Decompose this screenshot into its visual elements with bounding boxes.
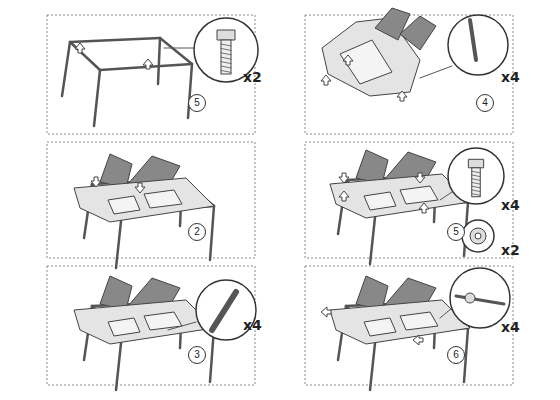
panel-border bbox=[47, 15, 255, 134]
bolt-thread bbox=[221, 48, 231, 50]
direction-arrow bbox=[321, 75, 331, 85]
direction-arrow bbox=[143, 59, 153, 69]
step-number-text: 2 bbox=[194, 227, 200, 237]
quantity-label: x2 bbox=[501, 243, 520, 257]
panel-border bbox=[305, 142, 513, 258]
step-number: 6 bbox=[447, 346, 465, 364]
direction-arrow bbox=[135, 183, 145, 193]
bolt-thread bbox=[472, 175, 481, 177]
step-number-text: 4 bbox=[482, 98, 488, 108]
chair-seat bbox=[74, 178, 214, 222]
leader-line bbox=[440, 308, 452, 318]
chair-seat bbox=[330, 300, 470, 344]
direction-arrow bbox=[397, 91, 407, 101]
quantity-label: x4 bbox=[501, 320, 520, 334]
step-number: 3 bbox=[188, 346, 206, 364]
leader-line bbox=[440, 192, 452, 200]
step-number-text: 5 bbox=[194, 98, 200, 108]
frame-tube bbox=[70, 38, 160, 42]
leader-line bbox=[168, 322, 196, 330]
bolt-shank bbox=[472, 168, 481, 197]
direction-arrow bbox=[339, 173, 349, 183]
quantity-label: x2 bbox=[243, 70, 262, 84]
pen-tool bbox=[212, 292, 236, 330]
bolt-thread bbox=[221, 70, 231, 72]
frame-tube bbox=[456, 296, 504, 304]
direction-arrow bbox=[415, 173, 425, 183]
insert-part bbox=[470, 20, 476, 60]
bolt-thread bbox=[472, 186, 481, 188]
cap-part bbox=[465, 293, 475, 303]
quantity-label: x4 bbox=[501, 70, 520, 84]
bolt-shank bbox=[221, 40, 231, 74]
direction-arrow bbox=[339, 191, 349, 201]
panel-border bbox=[305, 266, 513, 385]
frame-tube bbox=[210, 206, 214, 260]
direction-arrow bbox=[419, 203, 429, 213]
panel-border bbox=[47, 266, 255, 385]
magnifier bbox=[448, 148, 504, 204]
leader-line bbox=[164, 48, 196, 49]
step-number-text: 5 bbox=[453, 227, 459, 237]
direction-arrow bbox=[413, 335, 423, 345]
chair-seat bbox=[74, 300, 214, 344]
bolt-head bbox=[468, 159, 483, 168]
direction-arrow bbox=[91, 177, 101, 187]
chair-back bbox=[400, 16, 436, 50]
frame-tube bbox=[160, 38, 192, 64]
step-number-text: 6 bbox=[453, 350, 459, 360]
bolt-thread bbox=[472, 190, 481, 192]
panel-border bbox=[47, 142, 255, 258]
step-number-text: 3 bbox=[194, 350, 200, 360]
bolt-thread bbox=[472, 182, 481, 184]
seat-rib bbox=[400, 186, 438, 204]
seat-rib bbox=[364, 318, 396, 336]
direction-arrow bbox=[343, 55, 353, 65]
seat-rib bbox=[400, 312, 438, 330]
bolt-thread bbox=[221, 53, 231, 55]
quantity-label: x4 bbox=[243, 318, 262, 332]
magnifier bbox=[448, 15, 508, 75]
washer bbox=[470, 228, 486, 244]
bolt-thread bbox=[221, 62, 231, 64]
magnifier bbox=[462, 220, 494, 252]
leader-line bbox=[420, 66, 452, 78]
frame-tube bbox=[70, 42, 100, 70]
washer-hole bbox=[475, 233, 481, 239]
frame-tube bbox=[94, 70, 100, 126]
frame-tube bbox=[158, 38, 160, 84]
seat-rib bbox=[364, 192, 396, 210]
seat-rib bbox=[108, 196, 140, 214]
step-number: 2 bbox=[188, 223, 206, 241]
magnifier bbox=[450, 268, 510, 328]
frame-tube bbox=[62, 42, 70, 96]
direction-arrow bbox=[321, 307, 331, 317]
direction-arrow bbox=[75, 43, 85, 53]
bolt-thread bbox=[221, 44, 231, 46]
bolt-thread bbox=[472, 194, 481, 196]
step-number: 5 bbox=[447, 223, 465, 241]
step-number: 5 bbox=[188, 94, 206, 112]
bolt-thread bbox=[472, 179, 481, 181]
bolt-thread bbox=[472, 171, 481, 173]
bolt-thread bbox=[221, 57, 231, 59]
quantity-label: x4 bbox=[501, 198, 520, 212]
step-number: 4 bbox=[476, 94, 494, 112]
bolt-head bbox=[217, 30, 235, 40]
panel-border bbox=[305, 15, 513, 134]
seat-rib bbox=[144, 190, 182, 208]
bolt-thread bbox=[221, 66, 231, 68]
seat-rib bbox=[340, 40, 392, 84]
seat-rib bbox=[108, 318, 140, 336]
